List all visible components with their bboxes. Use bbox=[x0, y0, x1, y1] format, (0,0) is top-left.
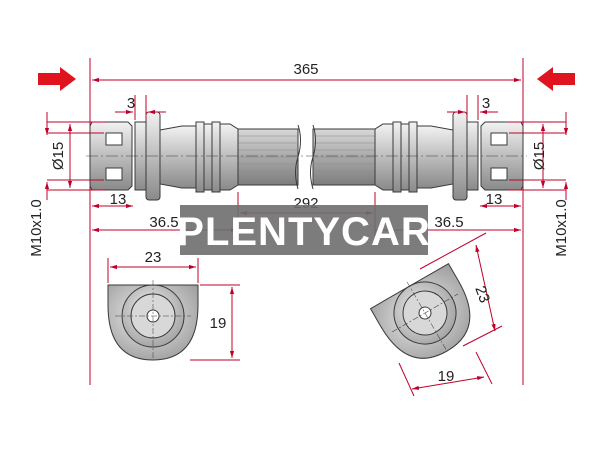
right-end-length-label: 36.5 bbox=[434, 214, 463, 231]
right-dimensions bbox=[374, 95, 569, 236]
right-bracket-view bbox=[369, 262, 471, 359]
right-thread-label: M10x1.0 bbox=[553, 199, 570, 257]
left-bracket-width-label: 23 bbox=[145, 249, 162, 266]
overall-length-dimension: 365 bbox=[92, 61, 521, 83]
watermark: PLENTYCAR bbox=[177, 205, 430, 255]
right-bracket-width-label: 23 bbox=[471, 284, 493, 305]
watermark-text: PLENTYCAR bbox=[177, 210, 430, 254]
left-arrow-icon bbox=[38, 67, 76, 91]
boundary-lines bbox=[89, 58, 524, 385]
left-diameter-label: Ø15 bbox=[50, 142, 67, 170]
left-bracket-view bbox=[107, 280, 199, 361]
hose-ribs bbox=[238, 135, 375, 179]
right-bracket-dimensions bbox=[398, 232, 503, 397]
left-bracket-height-label: 19 bbox=[210, 315, 227, 332]
left-bracket-dimensions bbox=[107, 258, 240, 361]
left-end-length-label: 36.5 bbox=[149, 214, 178, 231]
brake-hose bbox=[86, 111, 527, 201]
overall-length-label: 365 bbox=[293, 61, 318, 78]
left-fitting-length-label: 13 bbox=[110, 191, 127, 208]
right-bracket-height-label: 19 bbox=[438, 368, 455, 385]
left-flange-gap-label: 3 bbox=[127, 95, 135, 112]
right-diameter-label: Ø15 bbox=[531, 142, 548, 170]
right-flange-gap-label: 3 bbox=[482, 95, 490, 112]
right-fitting-length-label: 13 bbox=[486, 191, 503, 208]
right-arrow-icon bbox=[537, 67, 575, 91]
left-thread-label: M10x1.0 bbox=[28, 199, 45, 257]
